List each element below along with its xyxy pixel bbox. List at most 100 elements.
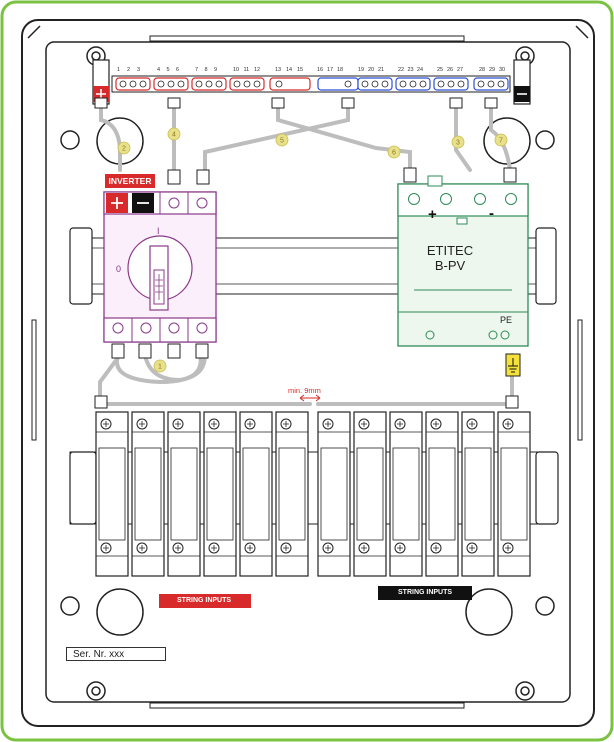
earth-ground-icon	[508, 358, 518, 373]
spd-name-line1: ETITEC	[426, 243, 474, 258]
screw-icon	[100, 418, 112, 430]
fuse-holders-positive	[95, 411, 309, 577]
spd-indicator	[456, 217, 468, 225]
spd-minus-label: -	[489, 205, 494, 222]
terminal-number: 18	[337, 67, 344, 73]
cable-tag-number: 7	[499, 138, 503, 145]
spd-name: ETITEC B-PV	[400, 243, 500, 273]
mounting-holes	[60, 46, 555, 701]
terminal-number: 2	[127, 67, 131, 73]
plus-sign-icon	[111, 197, 123, 209]
terminal-number: 6	[176, 67, 180, 73]
rail-end-right	[535, 227, 557, 305]
switch-on-label: I	[157, 226, 160, 236]
terminal-number: 7	[195, 67, 199, 73]
top-edge-rail	[149, 35, 465, 42]
screw-icon	[394, 418, 406, 430]
cable-tag-number: 3	[456, 140, 460, 147]
terminal-number: 29	[489, 67, 496, 73]
screw-icon	[136, 418, 148, 430]
terminal-number: 27	[457, 67, 464, 73]
terminal-number: 14	[286, 67, 293, 73]
screw-icon	[502, 418, 514, 430]
cable-tag: 5	[275, 133, 289, 147]
cable-tag-number: 2	[122, 146, 126, 153]
screw-icon	[244, 542, 256, 554]
spd-clip	[427, 175, 443, 187]
terminal-number: 20	[368, 67, 375, 73]
terminal-number: 16	[317, 67, 324, 73]
screw-icon	[358, 542, 370, 554]
bottom-edge-rail	[149, 702, 465, 709]
terminal-number: 19	[358, 67, 365, 73]
fuse-holder	[317, 411, 351, 577]
enclosure-inner	[45, 41, 571, 703]
string-inputs-negative-label: STRING INPUTS	[378, 586, 472, 600]
screw-icon	[136, 542, 148, 554]
terminal-number: 10	[233, 67, 240, 73]
spd-pe-label: PE	[500, 315, 513, 325]
screw-icon	[172, 418, 184, 430]
cable-tag: 3	[451, 135, 465, 149]
terminal-number: 11	[243, 67, 250, 73]
min-gap-label: min. 9mm	[288, 386, 321, 395]
fuse-holder	[239, 411, 273, 577]
terminal-number: 1	[117, 67, 121, 73]
inverter-label: INVERTER	[105, 174, 155, 188]
fuse-holder	[95, 411, 129, 577]
rail-end-left	[69, 227, 93, 305]
terminal-number: 21	[378, 67, 385, 73]
screw-icon	[100, 542, 112, 554]
screw-icon	[244, 418, 256, 430]
terminal-number: 25	[437, 67, 444, 73]
cable-tag: 4	[167, 127, 181, 141]
fuse-rail-end-left	[69, 451, 97, 525]
ferrules	[94, 97, 519, 409]
cable-tag-number: 4	[172, 132, 176, 139]
terminal-number: 26	[447, 67, 454, 73]
terminal-number: 22	[398, 67, 405, 73]
plus-sign-icon	[96, 89, 106, 99]
string-inputs-positive-label: STRING INPUTS	[159, 594, 251, 608]
terminal-number: 9	[214, 67, 218, 73]
terminal-number: 30	[499, 67, 506, 73]
fuse-holders-negative	[317, 411, 531, 577]
fuse-holder	[389, 411, 423, 577]
switch-off-label: 0	[116, 264, 122, 274]
fuse-holder	[497, 411, 531, 577]
terminal-number: 13	[275, 67, 282, 73]
terminal-number: 5	[166, 67, 170, 73]
fuse-holder	[461, 411, 495, 577]
cable-tag: 1	[153, 359, 167, 373]
terminal-number: 3	[137, 67, 141, 73]
cable-tag-number: 5	[280, 138, 284, 145]
fuse-holder	[353, 411, 387, 577]
serial-number-label: Ser. Nr. xxx	[66, 647, 166, 661]
terminal-screws	[119, 80, 505, 88]
terminal-number: 12	[254, 67, 261, 73]
terminal-number: 28	[479, 67, 486, 73]
corner-detail-tl	[27, 25, 41, 39]
fuse-holder	[275, 411, 309, 577]
cable-tag-number: 1	[158, 364, 162, 371]
screw-icon	[322, 542, 334, 554]
screw-icon	[466, 542, 478, 554]
screw-icon	[280, 418, 292, 430]
screw-icon	[208, 542, 220, 554]
spd-name-line2: B-PV	[434, 258, 466, 273]
corner-detail-tr	[575, 25, 589, 39]
cable-tag: 2	[117, 141, 131, 155]
terminal-number: 4	[157, 67, 161, 73]
terminal-number: 17	[327, 67, 334, 73]
screw-icon	[172, 542, 184, 554]
spd-top	[397, 183, 529, 217]
terminal-number: 23	[407, 67, 414, 73]
terminal-number: 8	[204, 67, 208, 73]
screw-icon	[466, 418, 478, 430]
screw-icon	[358, 418, 370, 430]
left-edge-rail	[31, 319, 37, 441]
cable-tag: 7	[494, 133, 508, 147]
